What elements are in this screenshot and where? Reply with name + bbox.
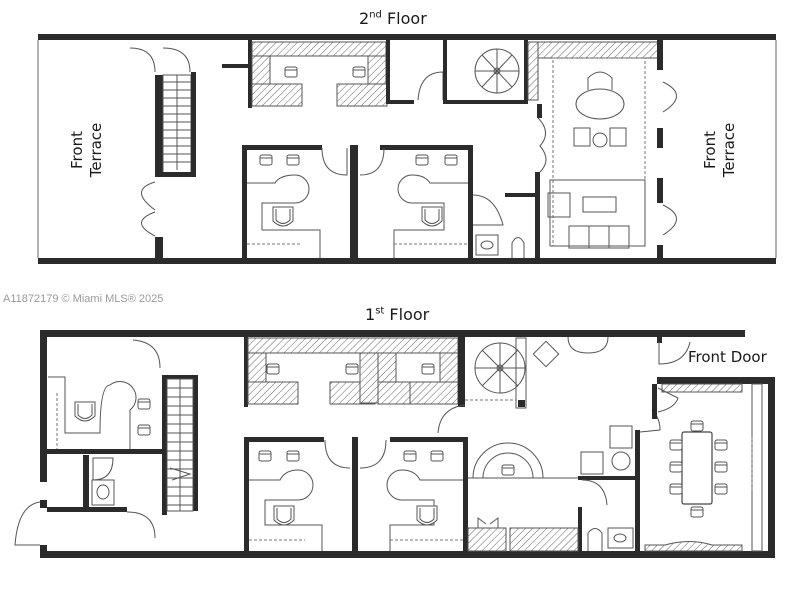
left-terrace-line1: Front: [68, 131, 86, 169]
first-floor-number: 1: [365, 305, 376, 324]
second-floor-right-terrace-label: Front Terrace: [701, 114, 741, 186]
first-floor-word: Floor: [389, 305, 430, 324]
front-door-label: Front Door: [688, 348, 767, 366]
second-floor-title: 2nd Floor: [359, 9, 427, 28]
second-floor-number: 2: [359, 9, 370, 28]
right-terrace-line1: Front: [701, 131, 719, 169]
second-floor-plan: [37, 34, 777, 264]
second-floor-ordinal: nd: [369, 9, 382, 21]
first-floor-plan: [14, 330, 775, 558]
mls-watermark: A11872179 © Miami MLS® 2025: [3, 293, 164, 305]
right-terrace-line2: Terrace: [720, 122, 738, 178]
left-terrace-line2: Terrace: [87, 122, 105, 178]
first-floor-title: 1st Floor: [365, 305, 429, 324]
second-floor-left-terrace-label: Front Terrace: [68, 114, 108, 186]
first-floor-ordinal: st: [375, 305, 385, 317]
second-floor-word: Floor: [386, 9, 427, 28]
